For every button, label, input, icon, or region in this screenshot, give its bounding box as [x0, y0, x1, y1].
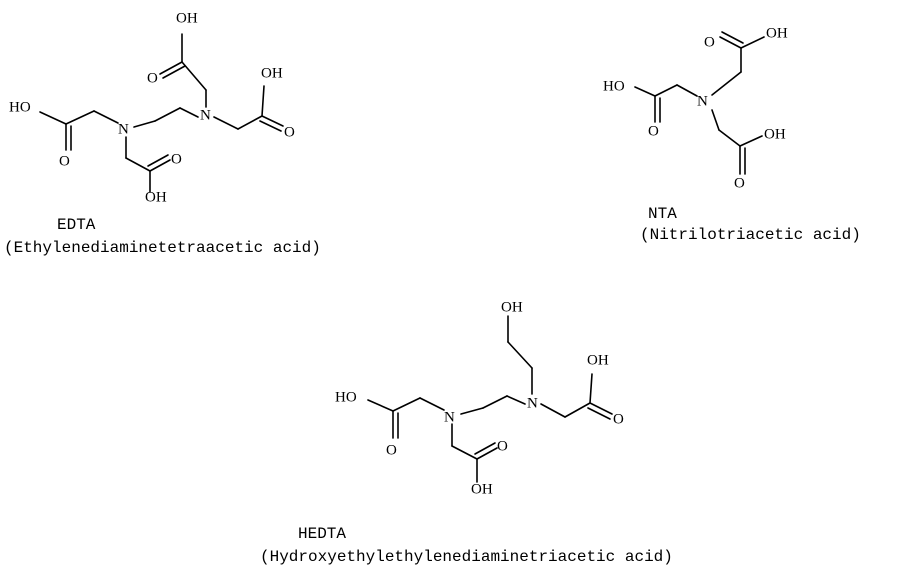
nta-structure: O OH HO N O OH O NTA (Nitrilotriacetic a…: [603, 25, 861, 244]
nta-atom-label: HO: [603, 78, 625, 94]
hedta-atom-label: OH: [471, 481, 493, 497]
edta-bonds: [39, 33, 284, 193]
hedta-atom-label: OH: [587, 352, 609, 368]
hedta-atom-label: N: [444, 409, 455, 425]
edta-structure: OH O OH O HO N N O O OH EDTA (Ethylenedi…: [4, 10, 321, 257]
hedta-atom-label: N: [527, 395, 538, 411]
nta-atom-label: O: [704, 34, 715, 50]
hedta-structure: OH OH HO N N O O O OH HEDTA (Hydroxyethy…: [260, 299, 673, 566]
hedta-bonds: [367, 315, 613, 483]
edta-atom-label: O: [284, 124, 295, 140]
nta-atom-labels: O OH HO N O OH O: [603, 25, 788, 191]
edta-atom-label: OH: [176, 10, 198, 26]
edta-name: EDTA: [57, 216, 96, 234]
edta-atom-label: N: [200, 107, 211, 123]
hedta-atom-labels: OH OH HO N N O O O OH: [335, 299, 624, 497]
nta-atom-label: O: [734, 175, 745, 191]
edta-atom-labels: OH O OH O HO N N O O OH: [9, 10, 295, 205]
nta-bonds: [634, 31, 765, 175]
edta-atom-label: OH: [261, 65, 283, 81]
hedta-atom-label: OH: [501, 299, 523, 315]
hedta-atom-label: O: [386, 442, 397, 458]
nta-name: NTA: [648, 205, 677, 223]
edta-atom-label: O: [147, 70, 158, 86]
edta-atom-label: N: [118, 121, 129, 137]
nta-atom-label: N: [697, 93, 708, 109]
hedta-atom-label: HO: [335, 389, 357, 405]
nta-atom-label: OH: [766, 25, 788, 41]
edta-atom-label: O: [59, 153, 70, 169]
edta-full-name: (Ethylenediaminetetraacetic acid): [4, 239, 321, 257]
nta-atom-label: O: [648, 123, 659, 139]
edta-atom-label: HO: [9, 99, 31, 115]
hedta-atom-label: O: [497, 438, 508, 454]
hedta-name: HEDTA: [298, 525, 346, 543]
hedta-atom-label: O: [613, 411, 624, 427]
edta-atom-label: OH: [145, 189, 167, 205]
edta-atom-label: O: [171, 151, 182, 167]
hedta-full-name: (Hydroxyethylethylenediaminetriacetic ac…: [260, 548, 673, 566]
nta-full-name: (Nitrilotriacetic acid): [640, 226, 861, 244]
nta-atom-label: OH: [764, 126, 786, 142]
